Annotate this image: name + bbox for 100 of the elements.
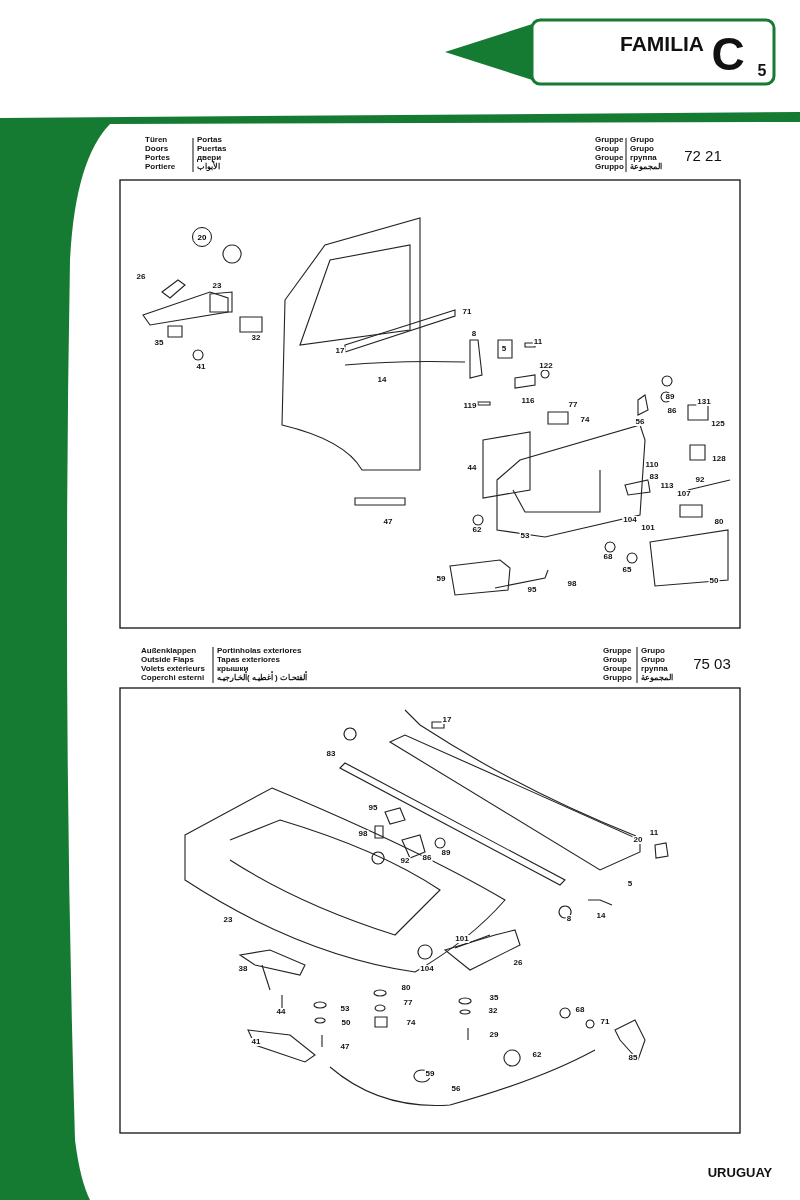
section-heading-text: Grupo	[641, 647, 665, 655]
callout-number: 5	[626, 880, 634, 888]
callout-number: 32	[250, 334, 262, 342]
callout-number: 80	[400, 984, 412, 992]
callout-number: 53	[519, 532, 531, 540]
callout-number: 11	[648, 829, 660, 837]
section-heading-text: Volets extérieurs	[141, 665, 205, 673]
callout-number: 50	[708, 577, 720, 585]
callout-number: 71	[599, 1018, 611, 1026]
callout-number: 107	[676, 490, 692, 498]
callout-number: 83	[325, 750, 337, 758]
callout-number: 8	[470, 330, 478, 338]
section-heading-text: Außenklappen	[141, 647, 197, 655]
section-heading-text: Grupo	[641, 656, 665, 664]
callout-number: 101	[640, 524, 656, 532]
callout-number: 8	[565, 915, 573, 923]
callout-circle: 20	[192, 227, 212, 247]
callout-number: 47	[339, 1043, 351, 1051]
callout-number: 77	[567, 401, 579, 409]
section-heading-text: Türen	[145, 136, 168, 144]
section-heading-text: Group	[595, 145, 619, 153]
callout-number: 44	[466, 464, 478, 472]
callout-number: 41	[250, 1038, 262, 1046]
callout-number: 32	[487, 1007, 499, 1015]
section-heading-text: المجموعة	[641, 674, 673, 682]
section-heading-text: Groupe	[595, 154, 624, 162]
section-heading-text: Grupo	[630, 145, 654, 153]
callout-number: 47	[382, 518, 394, 526]
callout-number: 44	[275, 1008, 287, 1016]
callout-number: 122	[538, 362, 554, 370]
family-title: FAMILIA	[620, 32, 704, 54]
callout-number: 20	[632, 836, 644, 844]
callout-number: 131	[696, 398, 712, 406]
callout-number: 68	[574, 1006, 586, 1014]
callout-number: 74	[405, 1019, 417, 1027]
callout-number: 119	[462, 402, 478, 410]
callout-number: 50	[340, 1019, 352, 1027]
section-heading-text: Gruppo	[595, 163, 624, 171]
callout-number: 128	[711, 455, 727, 463]
callout-number: 104	[622, 516, 638, 524]
callout-number: 17	[334, 347, 346, 355]
callout-number: 98	[566, 580, 578, 588]
group-number: 72 21	[684, 147, 722, 163]
callout-number: 125	[710, 420, 726, 428]
callout-number: 92	[694, 476, 706, 484]
callout-number: 53	[339, 1005, 351, 1013]
callout-number: 5	[500, 345, 508, 353]
callout-number: 85	[627, 1054, 639, 1062]
section-heading-text: крышки	[217, 665, 249, 673]
family-title: C	[711, 31, 745, 77]
callout-number: 104	[419, 965, 435, 973]
callout-number: 11	[532, 338, 544, 346]
section-heading-text: المجموعة	[630, 163, 662, 171]
section-heading-text: Gruppo	[603, 674, 632, 682]
group-number: 75 03	[693, 655, 731, 671]
section-heading-text: Gruppe	[595, 136, 624, 144]
callout-number: 98	[357, 830, 369, 838]
callout-number: 113	[659, 482, 675, 490]
callout-number: 41	[195, 363, 207, 371]
callout-number: 86	[666, 407, 678, 415]
section-heading-text: Tapas exteriores	[217, 656, 280, 664]
section-heading-text: Doors	[145, 145, 169, 153]
callout-number: 101	[454, 935, 470, 943]
section-heading-text: Portes	[145, 154, 170, 162]
callout-number: 77	[402, 999, 414, 1007]
callout-number: 80	[713, 518, 725, 526]
callout-number: 95	[526, 586, 538, 594]
callout-number: 56	[450, 1085, 462, 1093]
country-label: URUGUAY	[707, 1165, 773, 1179]
callout-number: 86	[421, 854, 433, 862]
section-heading-text: Grupo	[630, 136, 654, 144]
callout-number: 59	[435, 575, 447, 583]
callout-number: 26	[135, 273, 147, 281]
section-heading-text: Groupe	[603, 665, 632, 673]
section-heading-text: Puertas	[197, 145, 227, 153]
callout-number: 14	[595, 912, 607, 920]
callout-number: 83	[648, 473, 660, 481]
section-heading-text: группа	[641, 665, 668, 673]
callout-number: 38	[237, 965, 249, 973]
section-heading-text: Portinholas exteriores	[217, 647, 302, 655]
section-heading-text: Group	[603, 656, 627, 664]
callout-number: 89	[664, 393, 676, 401]
callout-number: 59	[424, 1070, 436, 1078]
section-heading-text: Outside Flaps	[141, 656, 194, 664]
callout-number: 23	[211, 282, 223, 290]
callout-number: 95	[367, 804, 379, 812]
callout-number: 110	[644, 461, 660, 469]
section-heading-text: Portiere	[145, 163, 176, 171]
callout-number: 29	[488, 1031, 500, 1039]
callout-number: 65	[621, 566, 633, 574]
callout-number: 62	[471, 526, 483, 534]
callout-number: 68	[602, 553, 614, 561]
family-title: 5	[757, 63, 767, 79]
callout-number: 74	[579, 416, 591, 424]
section-heading-text: الأبواب	[197, 163, 220, 171]
callout-number: 71	[461, 308, 473, 316]
callout-number: 62	[531, 1051, 543, 1059]
section-heading-text: двери	[197, 154, 222, 162]
section-heading-text: Coperchi esterni	[141, 674, 205, 682]
callout-number: 116	[520, 397, 536, 405]
